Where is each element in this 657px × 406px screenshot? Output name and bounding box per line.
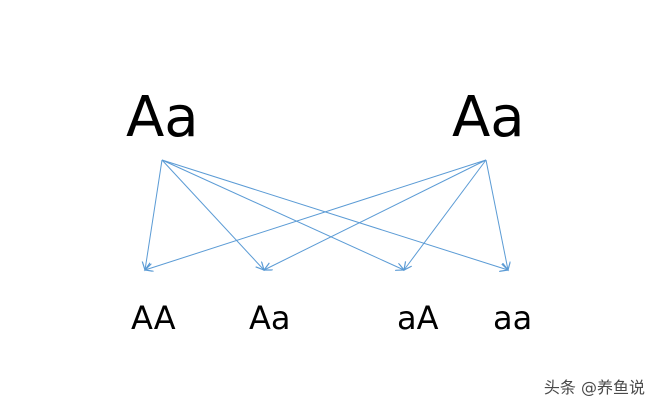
offspring-genotype-Aa: Aa xyxy=(249,299,291,337)
parent-genotype-right: Aa xyxy=(452,85,525,150)
arrow-p2-to-aa xyxy=(485,159,508,270)
offspring-genotype-aA: aA xyxy=(397,299,439,337)
arrow-p1-to-aA xyxy=(161,159,404,270)
arrows-from-parent-2 xyxy=(145,159,508,270)
arrow-p1-to-AA xyxy=(145,159,163,270)
parent-genotype-left: Aa xyxy=(126,85,199,150)
arrow-p2-to-AA xyxy=(145,159,487,270)
watermark: 头条 @养鱼说 xyxy=(543,378,645,397)
offspring-genotype-AA: AA xyxy=(131,299,176,337)
arrows-from-parent-1 xyxy=(145,159,508,270)
offspring-genotype-aa: aa xyxy=(493,299,533,337)
arrow-p1-to-aa xyxy=(161,159,508,270)
arrow-p1-to-Aa xyxy=(161,159,264,270)
arrow-p2-to-aA xyxy=(404,159,487,270)
arrow-p2-to-Aa xyxy=(264,159,487,270)
